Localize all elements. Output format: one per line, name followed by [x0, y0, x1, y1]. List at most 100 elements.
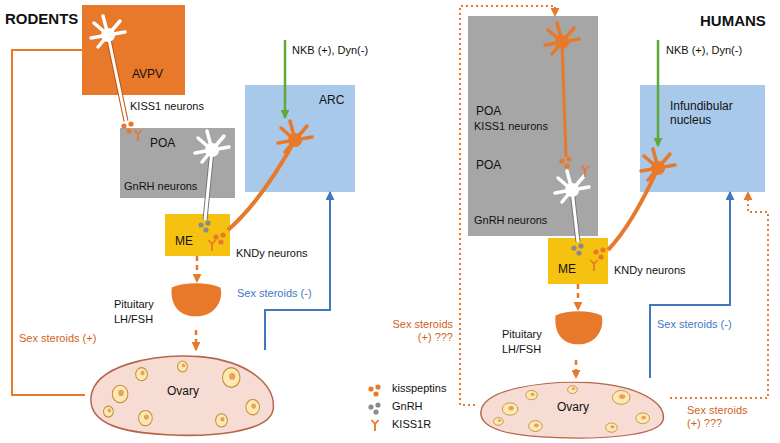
node-label: GnRH neurons: [474, 214, 547, 227]
oocyte: [641, 416, 646, 420]
follicle: [606, 423, 618, 432]
kiss1-neuron: [545, 23, 579, 54]
ovary-outline: [481, 382, 664, 438]
oocyte: [118, 390, 123, 396]
region-label: KISS1 neurons: [130, 100, 204, 113]
oocyte: [498, 419, 501, 422]
follicle: [529, 421, 543, 432]
node-label: POA: [476, 158, 501, 172]
oocyte: [610, 425, 614, 428]
hormone-arrow: [577, 284, 580, 310]
legend-sample: [372, 420, 379, 431]
node-label: ARC: [319, 93, 344, 107]
node-label: Ovary: [167, 384, 199, 398]
ovary: Ovary: [475, 378, 670, 440]
gnrh-dots: [198, 220, 210, 232]
kisspeptin-dots: [593, 247, 605, 259]
node-label: LH/FSH: [114, 313, 153, 326]
poa-region: POAKISS1 neuronsPOAGnRH neurons: [468, 16, 598, 236]
hormone-arrow: [196, 256, 199, 282]
edge-label: Sex steroids (-): [236, 287, 313, 300]
oocyte: [619, 394, 625, 399]
avpv-region: AVPVKISS1 neurons: [82, 5, 185, 95]
kisspeptin-dots: [121, 121, 133, 133]
ovary-outline: [91, 356, 274, 435]
node-label: POA: [150, 136, 175, 150]
axon: [572, 190, 578, 242]
legend-label: kisspeptins: [392, 382, 446, 395]
signal-label: NKB (+), Dyn(-): [666, 44, 742, 57]
node-label: Pituitary: [502, 328, 542, 341]
axon: [108, 35, 126, 121]
node-label: AVPV: [132, 67, 163, 81]
panel-title: RODENTS: [5, 10, 78, 28]
oocyte: [251, 403, 256, 408]
follicle: [636, 413, 650, 424]
oocyte: [144, 414, 149, 419]
hormone-arrow: [575, 360, 578, 378]
oocyte: [530, 393, 534, 396]
kisspeptin-dots: [213, 232, 225, 244]
follicle: [494, 418, 504, 426]
axon: [205, 150, 212, 220]
edge-label: Sex steroids (+) ???: [388, 318, 454, 344]
nkb-arrow: [657, 40, 660, 146]
node-label: KISS1 neurons: [474, 120, 548, 133]
follicle: [502, 403, 518, 415]
hormone-arrow: [195, 330, 198, 350]
nkb-arrow: [284, 40, 287, 118]
axon: [608, 168, 658, 250]
median-eminence: ME: [548, 238, 608, 284]
kiss1r-receptor: [582, 166, 589, 177]
edge-label: Sex steroids (+): [18, 332, 97, 345]
axon: [572, 190, 578, 242]
follicle: [136, 368, 148, 381]
follicle: [216, 414, 228, 427]
kiss1r-receptor: [591, 260, 598, 271]
oocyte: [508, 406, 513, 410]
pituitary: PituitaryLH/FSH: [112, 282, 224, 330]
legend-label: KISS1R: [392, 418, 431, 431]
oocyte: [229, 373, 235, 380]
follicle: [568, 386, 578, 394]
oocyte: [220, 417, 224, 422]
node-label: ME: [558, 262, 576, 276]
follicle: [612, 390, 630, 404]
oocyte: [140, 371, 144, 376]
node-label: LH/FSH: [502, 343, 541, 356]
neuron-label: KNDy neurons: [614, 264, 686, 277]
gnrh-dots: [571, 243, 583, 255]
kiss1r-receptor: [209, 240, 216, 251]
oocyte: [108, 409, 111, 413]
node-label: ME: [175, 234, 193, 248]
axon: [562, 42, 566, 157]
follicle: [178, 361, 188, 372]
follicle: [112, 385, 128, 403]
follicle: [104, 406, 114, 417]
oocyte: [182, 363, 185, 367]
edge-label: Sex steroids (-): [656, 318, 733, 331]
neuron-label: KNDy neurons: [236, 247, 308, 260]
follicle: [526, 390, 538, 399]
pituitary-outline: [172, 283, 222, 316]
legend-sample: [368, 402, 380, 414]
node-label: Infundibular nucleus: [670, 99, 760, 128]
legend-sample: [368, 384, 380, 396]
ovary: Ovary: [85, 350, 280, 438]
kndy-neuron: [641, 149, 675, 180]
oocyte: [572, 387, 575, 390]
panel-title: HUMANS: [700, 12, 766, 30]
kiss1r-receptor: [135, 130, 142, 141]
node-label: POA: [476, 104, 501, 118]
axon: [205, 150, 212, 220]
legend-label: GnRH: [392, 400, 423, 413]
pituitary-shape: [168, 282, 224, 318]
edge-label: Sex steroids (+) ???: [686, 404, 760, 430]
gnrh-neuron: [555, 171, 589, 202]
oocyte: [534, 423, 539, 427]
node-label: Pituitary: [114, 298, 154, 311]
gnrh-neuron: [195, 131, 229, 162]
feedback-line: [265, 192, 330, 350]
